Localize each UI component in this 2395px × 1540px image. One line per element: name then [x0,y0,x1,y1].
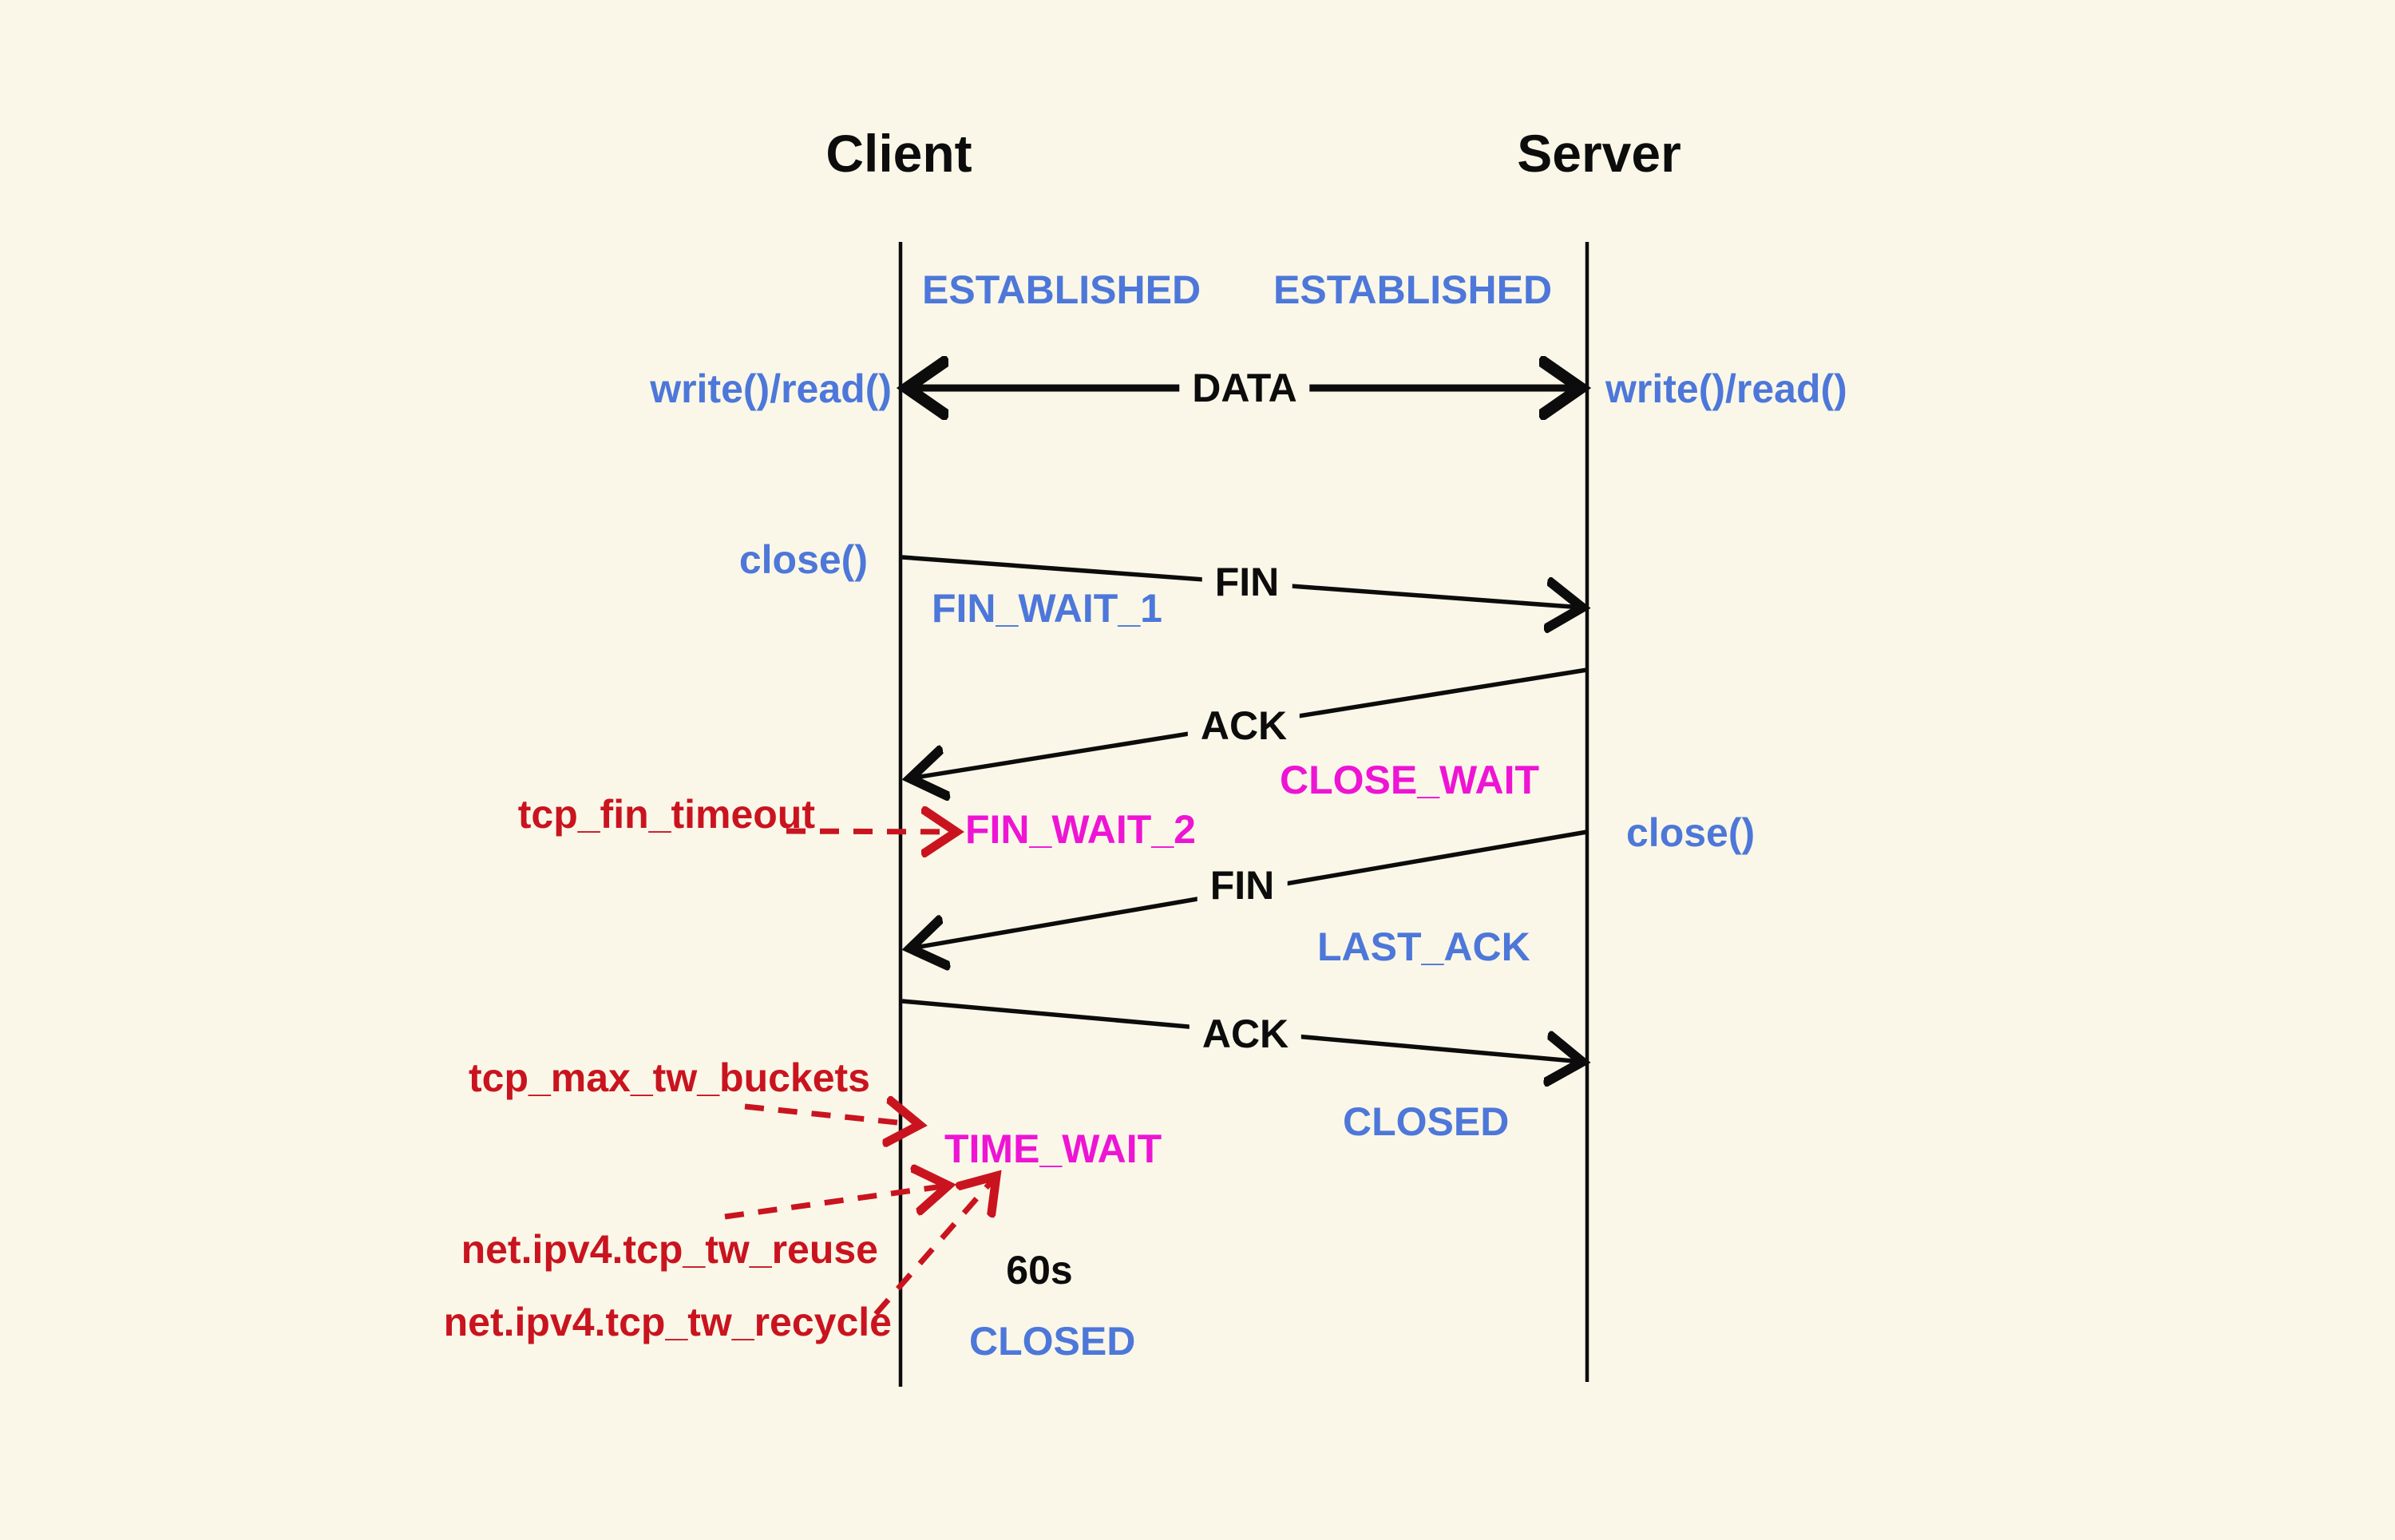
message-fin-2: FIN [1197,864,1288,907]
state-last-ack: LAST_ACK [1317,924,1530,969]
state-fin-wait-1: FIN_WAIT_1 [932,586,1162,631]
syscall-close-client: close() [738,537,868,582]
state-established-server: ESTABLISHED [1273,267,1553,312]
tw-recycle-arrow [873,1176,996,1316]
time-wait-timer: 60s [1006,1248,1073,1293]
syscall-write-read-server: write()/read() [1605,366,1847,411]
message-ack-1: ACK [1187,704,1300,747]
state-closed-client: CLOSED [969,1319,1136,1364]
tunable-max-tw-buckets: tcp_max_tw_buckets [468,1055,870,1100]
state-time-wait: TIME_WAIT [944,1126,1162,1171]
server-title: Server [1517,124,1681,183]
state-closed-server: CLOSED [1343,1099,1510,1144]
tunable-tw-recycle: net.ipv4.tcp_tw_recycle [443,1300,892,1344]
state-close-wait: CLOSE_WAIT [1280,758,1540,802]
message-data: DATA [1179,366,1310,410]
tw-reuse-arrow [724,1186,948,1220]
tunable-tw-reuse: net.ipv4.tcp_tw_reuse [461,1227,878,1272]
message-ack-2: ACK [1189,1012,1302,1055]
state-fin-wait-2: FIN_WAIT_2 [965,807,1196,852]
client-title: Client [825,124,972,183]
message-fin-1: FIN [1201,560,1293,604]
max-tw-buckets-arrow [744,1107,920,1125]
syscall-write-read-client: write()/read() [650,366,892,411]
tunable-fin-timeout: tcp_fin_timeout [517,792,815,837]
syscall-close-server: close() [1626,810,1756,855]
state-established-client: ESTABLISHED [922,267,1201,312]
fin-timeout-arrow [786,831,956,832]
